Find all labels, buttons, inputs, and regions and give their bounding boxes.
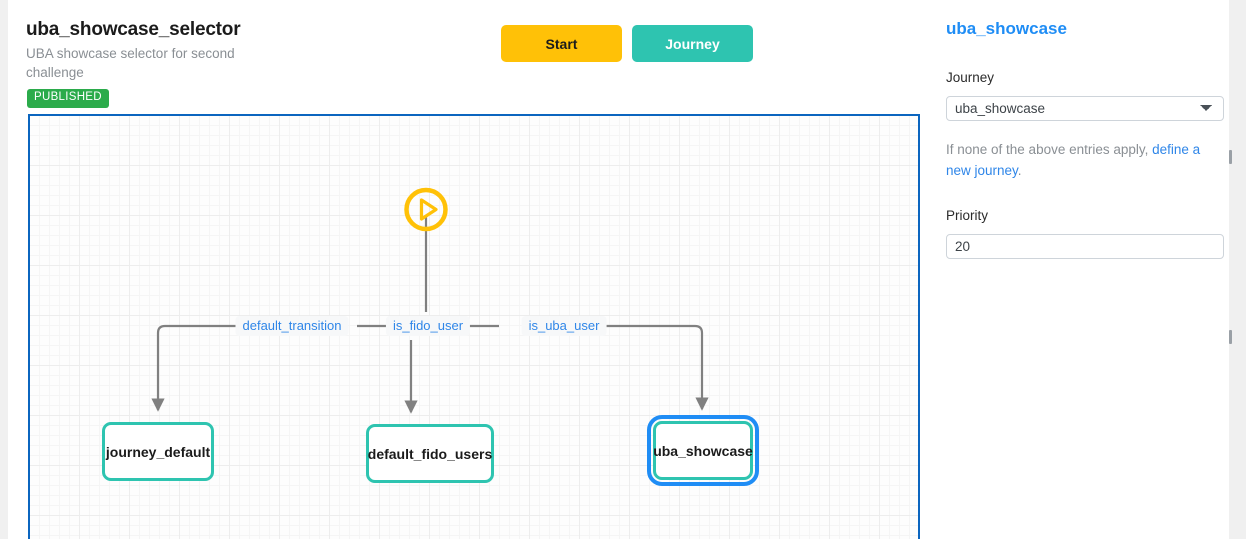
node-journey-default[interactable]: journey_default (102, 422, 214, 481)
start-node[interactable] (403, 187, 449, 238)
edge-label-default-transition[interactable]: default_transition (235, 316, 349, 336)
page-subtitle: UBA showcase selector for second challen… (26, 46, 235, 80)
panel-title: uba_showcase (946, 19, 1067, 38)
priority-input[interactable] (946, 234, 1224, 259)
node-default-fido-users[interactable]: default_fido_users (366, 424, 494, 483)
journey-select[interactable]: uba_showcase (946, 96, 1224, 121)
scrollbar-mark[interactable] (1229, 330, 1232, 344)
define-new-journey-link[interactable]: define a new journey (946, 142, 1201, 178)
start-button[interactable]: Start (501, 25, 622, 62)
edge-to-uba-showcase (599, 324, 709, 411)
edge-label-is-fido-user[interactable]: is_fido_user (385, 316, 471, 336)
priority-field-label: Priority (946, 208, 989, 223)
flow-canvas[interactable]: default_transition is_fido_user is_uba_u… (28, 114, 920, 539)
node-uba-showcase[interactable]: uba_showcase (647, 415, 759, 486)
journey-hint: If none of the above entries apply, defi… (946, 139, 1226, 181)
edge-to-journey-default (151, 324, 248, 412)
play-circle-icon (404, 187, 448, 232)
journey-field-label: Journey (946, 70, 995, 85)
status-badge: PUBLISHED (27, 89, 109, 108)
right-gutter (1229, 0, 1246, 539)
scrollbar-mark[interactable] (1229, 150, 1232, 164)
hint-suffix: . (1017, 163, 1022, 178)
main-card: uba_showcase_selector UBA showcase selec… (8, 0, 1229, 539)
properties-panel: uba_showcase Journey uba_showcase If non… (946, 0, 1228, 539)
edge-label-is-uba-user[interactable]: is_uba_user (521, 316, 607, 336)
page-title: uba_showcase_selector (26, 19, 241, 40)
hint-prefix: If none of the above entries apply, (946, 142, 1153, 157)
journey-button[interactable]: Journey (632, 25, 753, 62)
